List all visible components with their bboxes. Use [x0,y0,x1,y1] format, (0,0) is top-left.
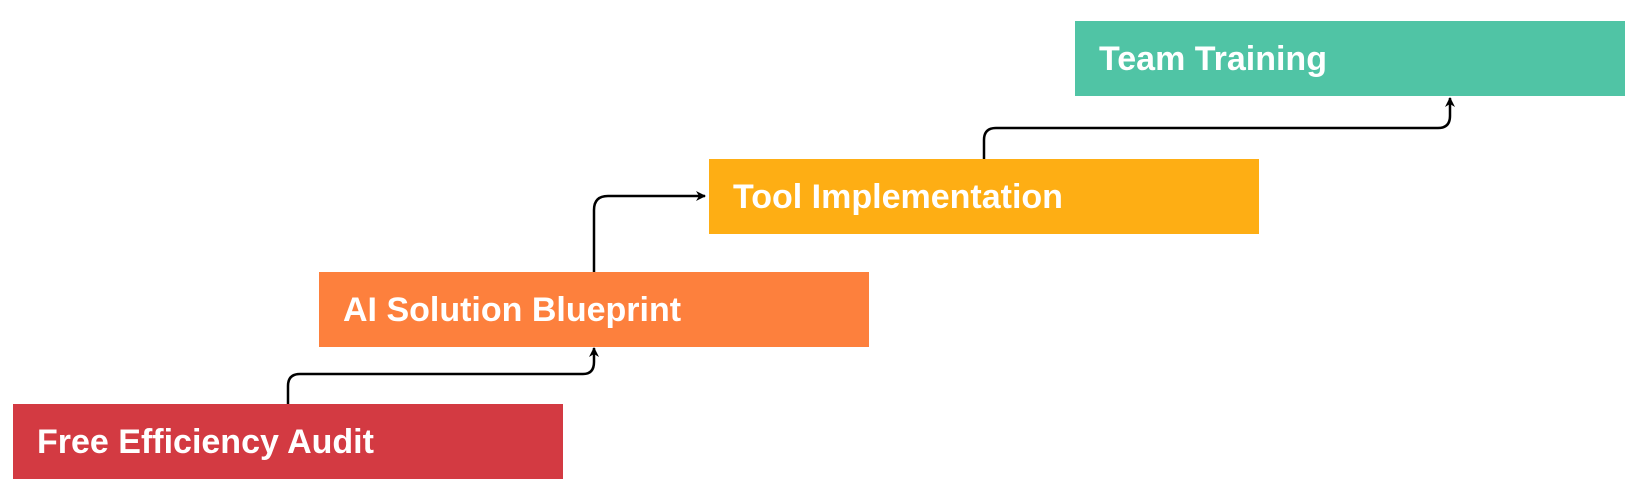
connector-audit-to-blueprint [286,347,599,404]
step-label: AI Solution Blueprint [343,290,682,329]
step-label: Team Training [1099,39,1327,78]
connector-implementation-to-training [982,97,1455,159]
step-tool-implementation: Tool Implementation [709,159,1259,234]
connector-blueprint-to-implementation [592,191,706,272]
step-free-efficiency-audit: Free Efficiency Audit [13,404,563,479]
step-team-training: Team Training [1075,21,1625,96]
step-ai-solution-blueprint: AI Solution Blueprint [319,272,869,347]
step-label: Tool Implementation [733,177,1063,216]
step-label: Free Efficiency Audit [37,422,374,461]
